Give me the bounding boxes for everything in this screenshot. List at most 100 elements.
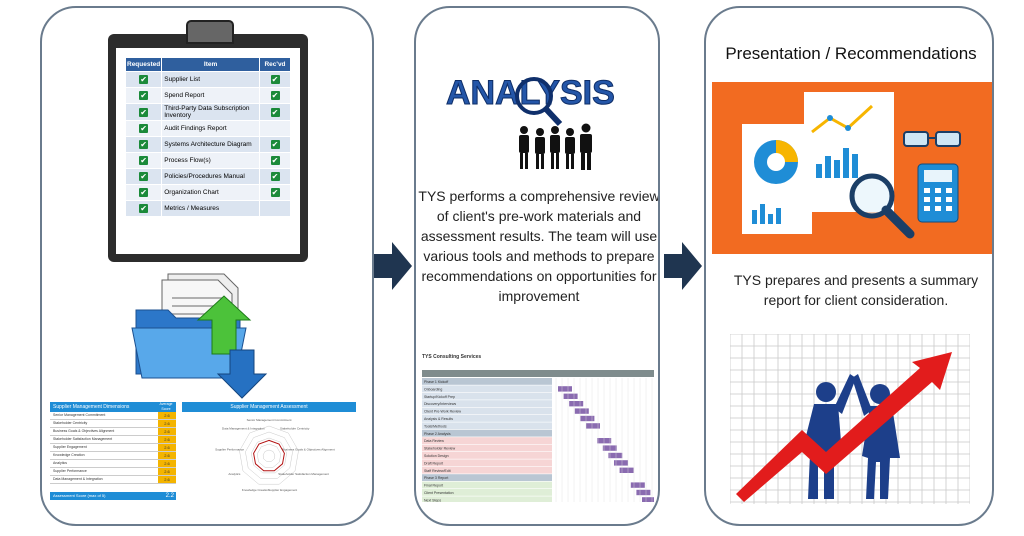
gantt-row [422,474,552,481]
gantt-task-label: Startup/Kickoff Prep [424,395,455,399]
radar-axis-label: Stakeholder Centricity [280,426,310,430]
radar-axis-label: Knowledge Creation [242,488,269,492]
gantt-task-label: Client Presentation [424,491,454,495]
gantt-task-bar [558,386,572,392]
gantt-task-label: Analysis & Results [424,417,453,421]
presentation-description: TYS prepares and presents a summary repo… [733,272,979,308]
gantt-grid: Phase 1 KickoffOnboardingStartup/Kickoff… [422,370,656,504]
received-check-icon: ✔ [270,75,280,84]
dimension-score: 2.6 [158,428,176,435]
dimension-name: Stakeholder Centricity [53,421,88,425]
gantt-task-label: Data Review [424,439,444,443]
checklist-row: ✔Process Flow(s)✔ [124,152,291,169]
received-check-icon: ✔ [270,91,280,100]
checklist-item: Audit Findings Report [161,120,260,137]
presentation-panel: Presentation / Recommendations [704,6,994,526]
assessment-row: Stakeholder Satisfaction Management 2.6 [50,436,176,444]
received-check-icon: ✔ [270,107,280,117]
dimensions-header: Supplier Management Dimensions [53,404,130,410]
checklist-row: ✔Policies/Procedures Manual✔ [124,168,291,185]
assessment-row: Data Management & Integration 2.6 [50,476,176,484]
gantt-row [422,489,552,496]
score-header: Average Score [159,402,173,411]
growth-arrow-icon [736,352,952,502]
requested-check-icon: ✔ [139,204,149,213]
checklist-item: Third-Party Data Subscription Inventory [161,103,260,121]
dimension-name: Data Management & Integration [53,477,103,481]
assessment-row: Business Goals & Objectives Alignment 2.6 [50,428,176,436]
success-illustration [730,334,970,504]
assessment-total: Assessment Score (max of 5) 2.2 [50,492,176,500]
checklist-row: ✔Systems Architecture Diagram✔ [124,136,291,153]
radar-grid-ring [262,449,276,462]
gantt-row [422,459,552,467]
dimension-name: Supplier Performance [53,469,87,473]
business-people-icon [519,123,592,170]
gantt-task-label: Solution Design [424,454,449,458]
checklist-row: ✔Spend Report✔ [124,87,291,104]
flow-arrow-2-icon [664,242,702,290]
requested-check-icon: ✔ [139,140,149,149]
gantt-row [422,437,552,444]
flow-arrow-1-icon [374,242,412,290]
gantt-task-bar [586,423,600,429]
gantt-row [422,400,552,407]
gantt-task-bar [630,482,645,488]
download-arrow-icon [216,349,268,399]
assessment-row: Analytics 2.6 [50,460,176,468]
checklist-item: Process Flow(s) [161,152,260,169]
radar-score-polygon [253,439,285,472]
gantt-row [422,392,552,400]
bar-chart-icon [816,148,858,178]
checklist-item: Metrics / Measures [161,200,260,217]
file-transfer-icon [131,273,268,399]
requested-check-icon: ✔ [139,156,149,165]
received-check-icon: ✔ [270,188,280,197]
glasses-icon [903,131,961,147]
dimension-name: Stakeholder Satisfaction Management [53,437,113,441]
checklist-header-received: Rec'vd [259,57,291,72]
gantt-task-label: Tools/Methods [424,424,447,428]
radar-axis-label: Supplier Performance [215,448,244,452]
gantt-task-bar [602,445,617,451]
analysis-description: TYS performs a comprehensive review of c… [418,188,660,304]
dimension-score: 2.6 [158,460,176,467]
requested-check-icon: ✔ [139,172,149,181]
radar-axis-label: Supplier Engagement [268,488,297,492]
radar-axis-label: Senior Management Commitment [247,418,292,422]
prework-panel: Requested Item Rec'vd ✔Supplier List✔✔Sp… [40,6,374,526]
dimension-name: Senior Management Commitment [53,413,106,417]
radar-chart: Senior Management CommitmentStakeholder … [215,418,335,492]
dimension-score: 2.6 [158,476,176,483]
pie-chart-icon [754,140,798,184]
clipboard: Requested Item Rec'vd ✔Supplier List✔✔Sp… [108,20,308,262]
presentation-title: Presentation / Recommendations [725,44,977,63]
gantt-row [422,452,552,459]
radar-axis-label: Business Goals & Objectives Alignment [282,448,335,452]
dimension-score: 2.6 [158,436,176,443]
clipboard-paper: Requested Item Rec'vd ✔Supplier List✔✔Sp… [116,48,300,254]
dimension-name: Analytics [53,461,68,465]
gantt-task-label: Next Steps [424,498,441,502]
gantt-task-bar [580,415,595,422]
gantt-row [422,429,552,437]
analysis-logo: ANALYSIS [446,74,615,170]
checklist-row: ✔ Metrics / Measures [124,200,291,217]
assessment-report: Supplier Management Dimensions Average S… [50,402,356,500]
received-check-icon: ✔ [270,140,280,149]
gantt-task-bar [614,460,628,466]
requested-check-icon: ✔ [139,91,149,100]
gantt-row [422,385,552,393]
dimension-score: 2.6 [158,452,176,459]
gantt-task-label: Stakeholder Review [424,447,456,451]
dimension-name: Business Goals & Objectives Alignment [53,429,115,433]
radar-axis-label: Stakeholder Satisfaction Management [278,472,329,476]
clipboard-clip [186,20,234,44]
radar-grid-ring [239,425,299,485]
gantt-task-label: Onboarding [424,387,442,391]
